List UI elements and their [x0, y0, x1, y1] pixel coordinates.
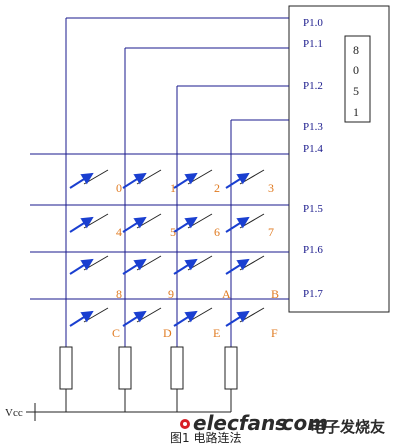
resistor-2 [170, 346, 184, 390]
pin-label-p1-1: P1.1 [303, 38, 323, 50]
resistor-0 [59, 346, 73, 390]
pin-label-p1-6: P1.6 [303, 244, 323, 256]
key-label-8: 8 [116, 287, 122, 301]
wires [26, 17, 289, 421]
pin-label-p1-3: P1.3 [303, 121, 323, 133]
switch-arrow-6 [173, 216, 198, 233]
pin-label-p1-2: P1.2 [303, 80, 323, 92]
switch-arrow-9 [122, 258, 147, 275]
switch-arrow-11 [225, 258, 250, 275]
key-label-2: 2 [214, 181, 220, 195]
key-label-3: 3 [268, 181, 274, 195]
key-label-f: F [271, 326, 278, 340]
figure-caption: 图1 电路连法 [170, 430, 241, 445]
switch-arrow-4 [69, 216, 94, 233]
key-label-b: B [271, 287, 279, 301]
pin-label-p1-0: P1.0 [303, 17, 323, 29]
pull-resistors [59, 346, 238, 412]
switch-arrow-5 [122, 216, 147, 233]
key-label-0: 0 [116, 181, 122, 195]
key-switches [69, 169, 265, 327]
key-label-c: C [112, 326, 120, 340]
pin-label-p1-7: P1.7 [303, 288, 323, 300]
switch-arrow-1 [122, 172, 147, 189]
key-label-a: A [222, 287, 231, 301]
switch-arrow-2 [173, 172, 198, 189]
pin-label-p1-5: P1.5 [303, 203, 323, 215]
key-label-d: D [163, 326, 172, 340]
chip-label-char-2: 0 [353, 63, 359, 77]
switch-arrow-7 [225, 216, 250, 233]
key-label-e: E [213, 326, 220, 340]
key-label-1: 1 [170, 181, 176, 195]
key-label-4: 4 [116, 225, 122, 239]
switch-arrow-14 [173, 310, 198, 327]
key-label-9: 9 [168, 287, 174, 301]
vcc-label: Vcc [5, 407, 23, 419]
key-label-7: 7 [268, 225, 274, 239]
switch-arrow-12 [69, 310, 94, 327]
mcu-chip-outline [288, 5, 390, 313]
resistor-1 [118, 346, 132, 390]
switch-arrow-13 [122, 310, 147, 327]
elecfans-watermark: elecfans ·com 电子发烧友 [180, 411, 385, 436]
chip-label-char-4: 1 [353, 105, 359, 119]
switch-arrow-10 [173, 258, 198, 275]
watermark-logo-icon [180, 419, 190, 429]
key-label-6: 6 [214, 225, 220, 239]
switch-arrow-0 [69, 172, 94, 189]
resistor-3 [224, 346, 238, 390]
chip-label-char-1: 8 [353, 43, 359, 57]
watermark-brand: elecfans [193, 411, 287, 435]
switch-arrow-3 [225, 172, 250, 189]
switch-arrow-8 [69, 258, 94, 275]
watermark-chinese: 电子发烧友 [310, 418, 385, 436]
pin-label-p1-4: P1.4 [303, 143, 323, 155]
switch-arrow-15 [225, 310, 250, 327]
watermark-domain: ·com [274, 411, 328, 435]
key-label-5: 5 [170, 225, 176, 239]
chip-label-char-3: 5 [353, 84, 359, 98]
chip-label-box [344, 35, 371, 123]
